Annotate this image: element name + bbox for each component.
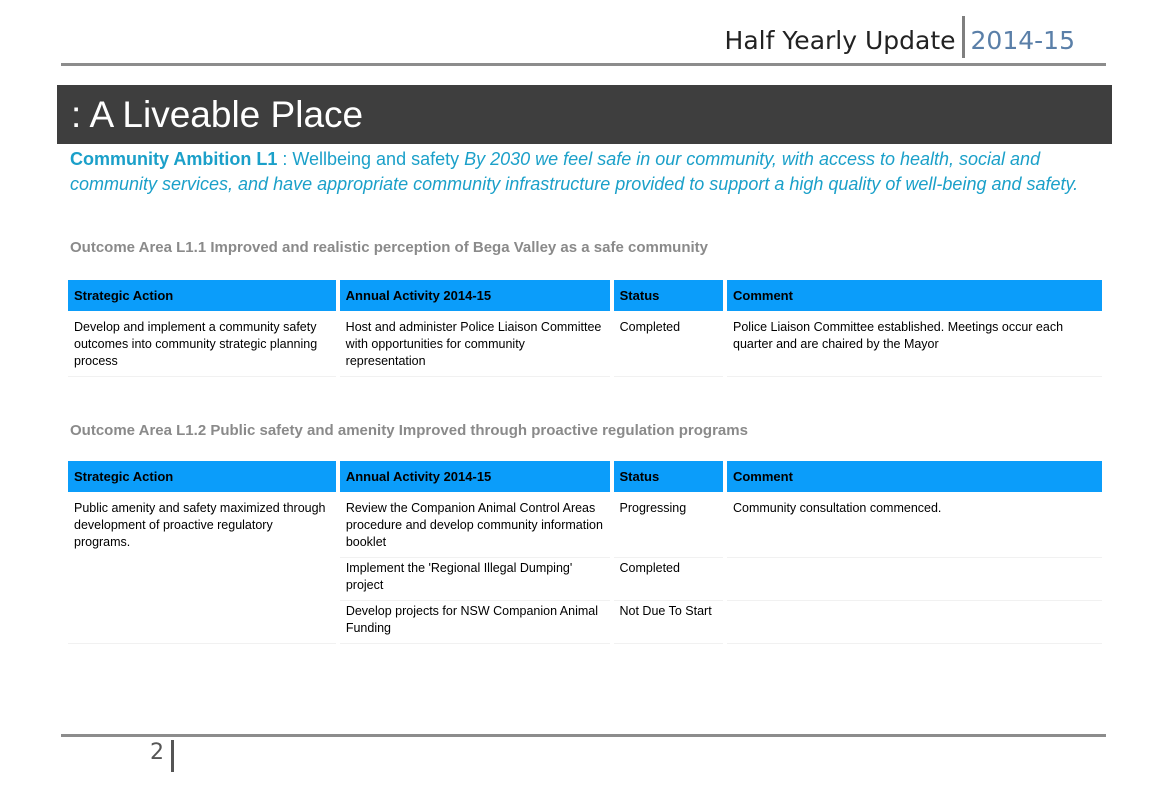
status-cell: Completed: [613, 317, 723, 377]
page-number-divider: [171, 740, 174, 772]
table-header-row: Strategic Action Annual Activity 2014-15…: [68, 280, 1102, 317]
outcome-table: Strategic Action Annual Activity 2014-15…: [64, 280, 1106, 377]
community-ambition: Community Ambition L1 : Wellbeing and sa…: [70, 147, 1100, 197]
table-row: Implement the 'Regional Illegal Dumping'…: [68, 558, 1102, 601]
page-number-text: 2: [150, 740, 164, 765]
status-cell: Not Due To Start: [613, 601, 723, 644]
ambition-label: Community Ambition L1: [70, 149, 278, 169]
outcome-title: Outcome Area L1.2 Public safety and amen…: [70, 422, 748, 439]
status-cell: Progressing: [613, 498, 723, 558]
comment-cell: Community consultation commenced.: [726, 498, 1102, 558]
status-cell: Completed: [613, 558, 723, 601]
section-banner: : A Liveable Place: [57, 85, 1112, 144]
comment-cell: [726, 601, 1102, 644]
column-header: Status: [613, 280, 723, 317]
document-header: Half Yearly Update 2014-15: [724, 16, 1075, 58]
outcome-table: Strategic Action Annual Activity 2014-15…: [64, 461, 1106, 644]
header-divider: [961, 16, 965, 58]
table-header-row: Strategic Action Annual Activity 2014-15…: [68, 461, 1102, 498]
annual-activity-cell: Implement the 'Regional Illegal Dumping'…: [339, 558, 610, 601]
table-row: Public amenity and safety maximized thro…: [68, 498, 1102, 644]
column-header: Status: [613, 461, 723, 498]
ambition-subtitle: : Wellbeing and safety: [277, 149, 465, 169]
column-header: Annual Activity 2014-15: [339, 280, 610, 317]
ambition-description: By 2030 we feel safe in our community, w…: [70, 149, 1079, 194]
page-number: 2: [150, 740, 174, 772]
column-header: Strategic Action: [68, 280, 336, 317]
document-year: 2014-15: [970, 26, 1075, 55]
column-header: Annual Activity 2014-15: [339, 461, 610, 498]
table-row: Develop projects for NSW Companion Anima…: [68, 601, 1102, 644]
outcome-title: Outcome Area L1.1 Improved and realistic…: [70, 239, 708, 256]
header-rule: [61, 63, 1106, 66]
column-header: Comment: [726, 461, 1102, 498]
strategic-action-cell: Public amenity and safety maximized thro…: [68, 498, 336, 644]
document-title: Half Yearly Update: [724, 26, 956, 55]
strategic-action-cell: Develop and implement a community safety…: [68, 317, 336, 377]
column-header: Strategic Action: [68, 461, 336, 498]
annual-activity-cell: Host and administer Police Liaison Commi…: [339, 317, 610, 377]
column-header: Comment: [727, 280, 1102, 317]
table-row: Develop and implement a community safety…: [68, 317, 1102, 377]
footer-rule: [61, 734, 1106, 737]
annual-activity-cell: Review the Companion Animal Control Area…: [339, 498, 610, 558]
comment-cell: Police Liaison Committee established. Me…: [727, 317, 1102, 377]
comment-cell: [726, 558, 1102, 601]
annual-activity-cell: Develop projects for NSW Companion Anima…: [339, 601, 610, 644]
